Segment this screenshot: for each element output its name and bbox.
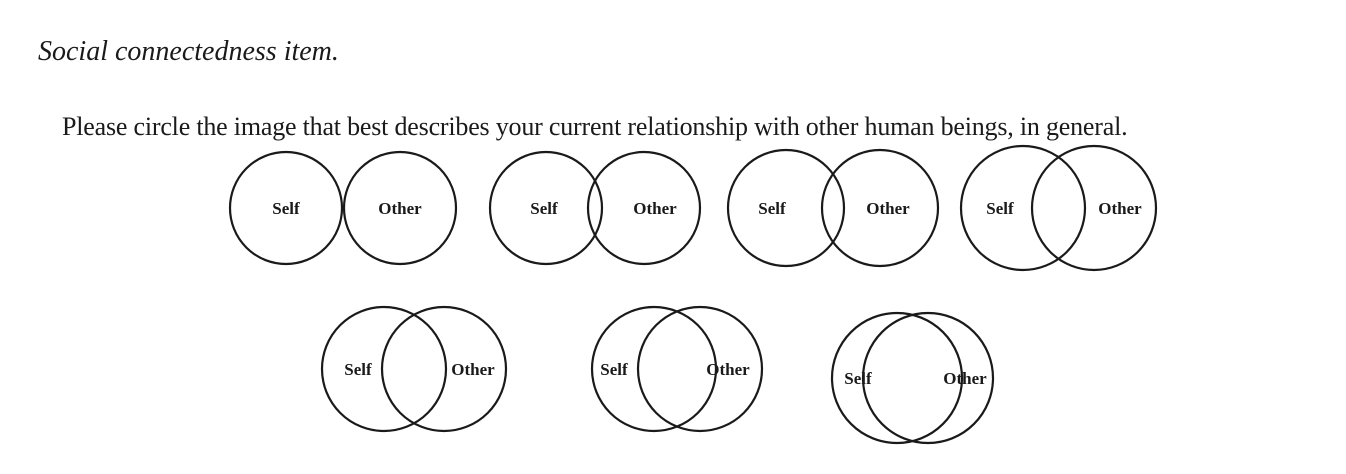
overlap-option-3[interactable]: Self Other — [726, 148, 940, 268]
self-circle — [228, 150, 344, 266]
self-label: Self — [344, 360, 372, 379]
other-label: Other — [943, 369, 987, 388]
overlap-option-2[interactable]: Self Other — [488, 150, 702, 266]
self-label: Self — [758, 199, 786, 218]
other-label: Other — [706, 360, 750, 379]
self-circle — [590, 305, 718, 433]
self-circle — [488, 150, 604, 266]
other-label: Other — [378, 199, 422, 218]
self-circle — [830, 311, 964, 445]
other-circle — [1030, 144, 1158, 272]
other-label: Other — [451, 360, 495, 379]
self-circle — [320, 305, 448, 433]
self-circle — [959, 144, 1087, 272]
other-circle — [861, 311, 995, 445]
overlap-option-5[interactable]: Self Other — [320, 305, 508, 433]
instruction-text: Please circle the image that best descri… — [62, 112, 1128, 141]
other-label: Other — [633, 199, 677, 218]
self-label: Self — [986, 199, 1014, 218]
other-circle — [380, 305, 508, 433]
overlap-option-6[interactable]: Self Other — [590, 305, 764, 433]
self-label: Self — [272, 199, 300, 218]
self-label: Self — [844, 369, 872, 388]
overlap-option-1[interactable]: Self Other — [228, 150, 458, 266]
self-circle — [726, 148, 846, 268]
other-label: Other — [866, 199, 910, 218]
other-circle — [636, 305, 764, 433]
other-circle — [586, 150, 702, 266]
other-circle — [820, 148, 940, 268]
self-label: Self — [600, 360, 628, 379]
self-label: Self — [530, 199, 558, 218]
other-label: Other — [1098, 199, 1142, 218]
overlap-option-4[interactable]: Self Other — [959, 144, 1158, 272]
other-circle — [342, 150, 458, 266]
page-heading: Social connectedness item. — [38, 36, 339, 67]
overlap-option-7[interactable]: Self Other — [830, 311, 995, 445]
